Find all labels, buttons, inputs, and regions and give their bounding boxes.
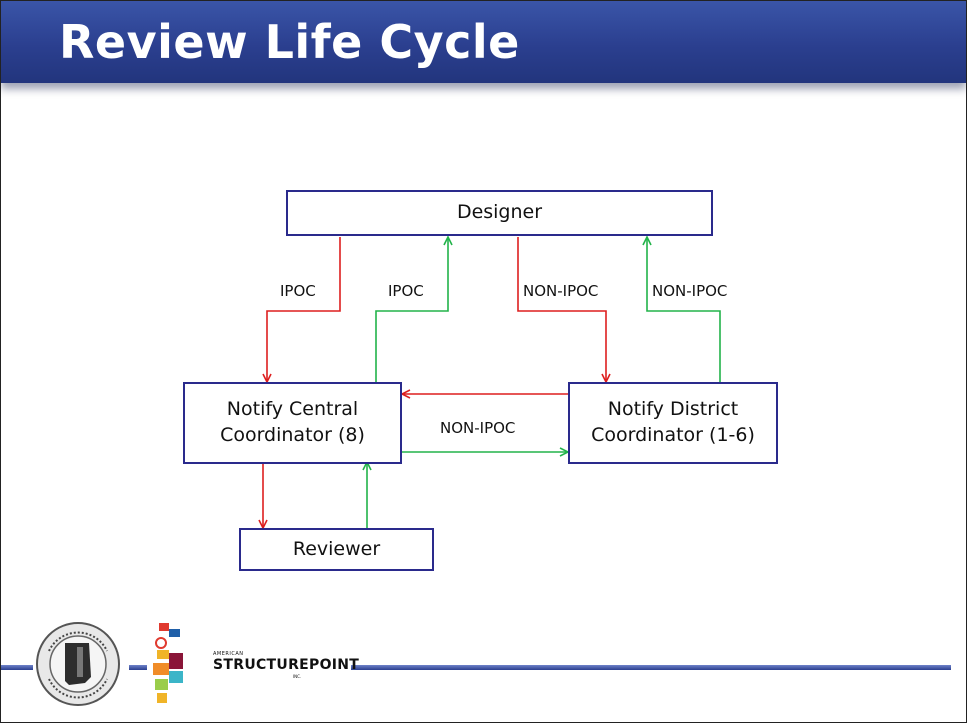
label-ipoc-down: IPOC xyxy=(280,282,316,300)
node-district-coordinator: Notify District Coordinator (1-6) xyxy=(568,382,778,464)
company-name: STRUCTUREPOINT xyxy=(213,657,360,673)
node-designer-label: Designer xyxy=(456,201,543,224)
footer-line-right xyxy=(351,665,951,670)
node-district-label: Notify District Coordinator (1-6) xyxy=(591,398,755,446)
label-nonipoc-up: NON-IPOC xyxy=(652,282,728,300)
node-designer: Designer xyxy=(286,190,713,236)
structurepoint-logo-mark xyxy=(153,623,183,703)
page-title: Review Life Cycle xyxy=(59,15,520,69)
label-ipoc-up: IPOC xyxy=(388,282,424,300)
label-nonipoc-down: NON-IPOC xyxy=(523,282,599,300)
title-bar: Review Life Cycle xyxy=(1,1,966,83)
company-suffix: INC. xyxy=(293,674,302,679)
node-central-coordinator: Notify Central Coordinator (8) xyxy=(183,382,402,464)
label-nonipoc-central-to-district: NON-IPOC xyxy=(440,419,516,437)
edge-district-to-designer-nonipoc xyxy=(647,237,721,382)
edge-designer-to-district-nonipoc xyxy=(517,237,606,382)
node-reviewer-label: Reviewer xyxy=(292,537,381,560)
footer-line-left xyxy=(1,665,33,670)
edge-central-to-designer-ipoc xyxy=(375,237,448,382)
indot-seal-logo xyxy=(36,622,120,706)
footer-line-mid xyxy=(129,665,147,670)
edge-designer-to-central-ipoc xyxy=(267,237,341,382)
company-small-label: AMERICAN xyxy=(213,651,244,657)
node-reviewer: Reviewer xyxy=(239,528,434,571)
node-central-label: Notify Central Coordinator (8) xyxy=(220,398,365,446)
